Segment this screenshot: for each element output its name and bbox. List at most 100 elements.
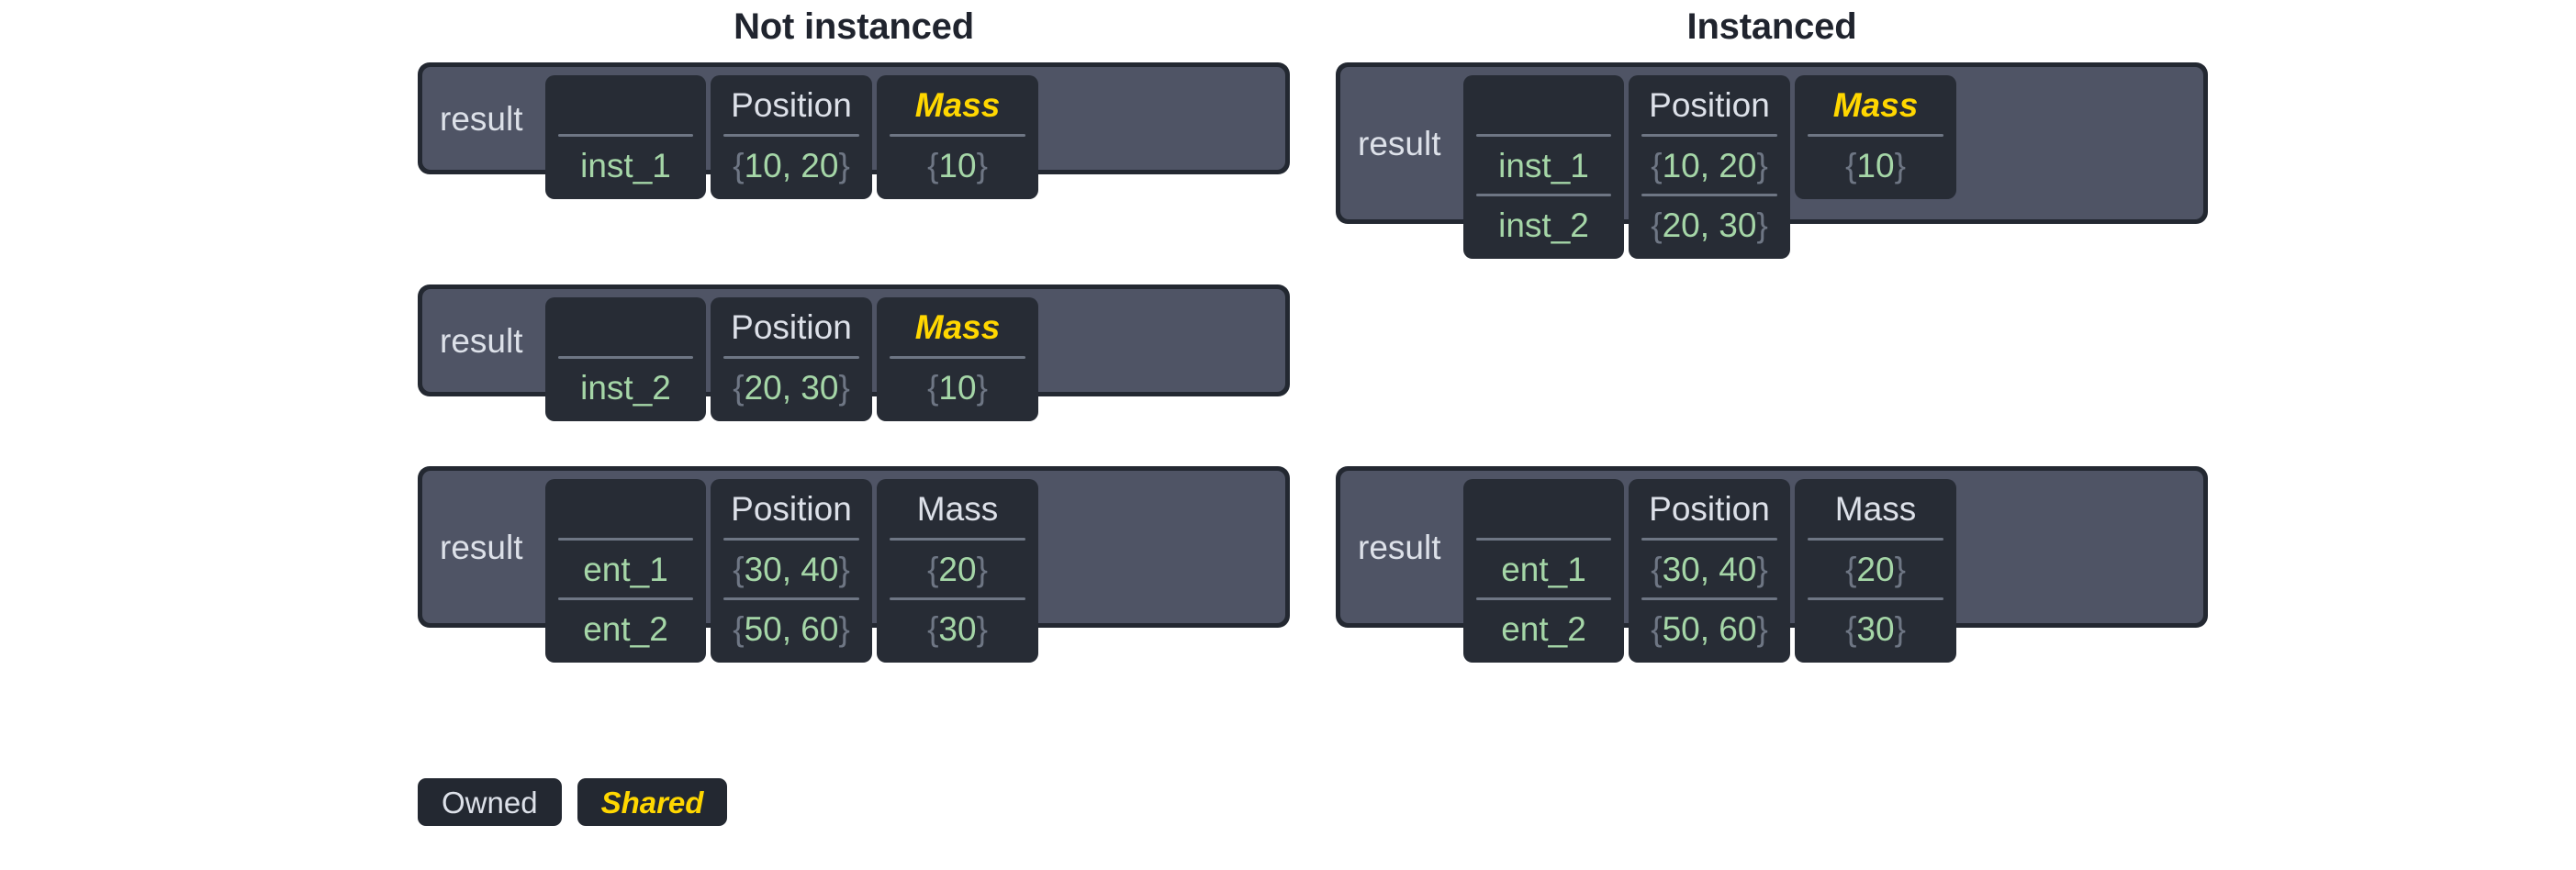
mass-column: Mass{20}{30} [877,479,1038,663]
result-table: result inst_1 Position {10, 20} Mass {10} [418,62,1290,199]
column-not-instanced: Not instanced [418,0,1290,48]
value-number: 10, 20 [744,146,839,184]
brace-close: } [838,146,850,184]
value-number: 50, 60 [1662,609,1757,648]
value-number: 20 [938,550,977,588]
brace-open: { [1845,550,1857,588]
brace-open: { [733,550,745,588]
name-column-cell: ent_1 [1501,550,1586,588]
position-column-header: Position [1649,85,1770,124]
name-column-cell: inst_2 [580,368,671,407]
position-column-header: Position [731,307,852,346]
result-label: result [440,321,523,360]
result-label: result [440,528,523,566]
value-number: 30 [1856,609,1895,648]
position-column-cell: {20, 30} [711,359,872,416]
result-label: result [440,99,523,138]
brace-open: { [733,609,745,648]
value-number: 30, 40 [1662,550,1757,588]
brace-open: { [1651,146,1663,184]
column-instanced: Instanced [1336,0,2208,48]
position-column-cell: {30, 40} [1629,541,1790,597]
mass-column-cell: {30} [877,600,1038,657]
brace-open: { [927,550,939,588]
cell-rule [1476,134,1611,137]
name-column-header [545,75,706,134]
position-column: Position {20, 30} [711,297,872,421]
brace-close: } [1756,206,1768,244]
name-column-header [545,479,706,538]
name-column-cell: inst_2 [1498,206,1589,244]
mass-column: Mass {10} [877,297,1038,421]
name-column-header [1463,479,1624,538]
brace-open: { [733,146,745,184]
name-column-cell: ent_2 [583,609,668,648]
table-columns: inst_1 Position {10, 20} Mass {10} [545,75,1277,199]
value-number: 10 [938,368,977,407]
brace-close: } [976,609,988,648]
brace-close: } [976,146,988,184]
table-panel: result inst_2 Position {20, 30} Mass {10} [422,289,1285,421]
name-column-cell: ent_2 [1501,609,1586,648]
brace-open: { [927,368,939,407]
result-label: result [1358,528,1441,566]
mass-column-cell: {10} [877,359,1038,416]
result-table: result inst_2 Position {20, 30} Mass {10} [418,284,1290,421]
column-title-instanced: Instanced [1686,6,1857,47]
mass-column-header: Mass [916,489,999,528]
cell-rule [1808,597,1943,600]
cell-rule [890,597,1025,600]
name-column-header [1463,75,1624,134]
name-column-cell: inst_1 [580,146,671,184]
legend-label-shared: Shared [600,785,704,820]
brace-close: } [976,550,988,588]
cell-rule [890,538,1025,541]
name-column: ent_1 ent_2 [1463,479,1624,663]
cell-rule [723,134,859,137]
legend-chip-owned: Owned [418,778,562,826]
cell-rule [723,356,859,359]
name-column-cell: inst_1 [1498,146,1589,184]
legend-chip-shared: Shared [577,778,728,826]
cell-rule [723,538,859,541]
mass-column: Mass{10} [1795,75,1956,199]
mass-column-header: Mass [914,307,1001,346]
cell-rule [890,356,1025,359]
brace-close: } [1894,609,1906,648]
mass-column-cell: {20} [1795,541,1956,597]
mass-column: Mass {10} [877,75,1038,199]
position-column-header: Position [731,85,852,124]
cell-rule [1808,134,1943,137]
brace-open: { [1651,550,1663,588]
name-column: ent_1 ent_2 [545,479,706,663]
mass-column-cell: {10} [877,137,1038,194]
brace-open: { [733,368,745,407]
mass-column-header: Mass [914,85,1001,124]
value-number: 20, 30 [744,368,839,407]
name-column: inst_2 [545,297,706,421]
table-panel: result inst_1 Position {10, 20} Mass {10} [422,67,1285,199]
position-column-header: Position [731,489,852,528]
position-column: Position {10, 20} [711,75,872,199]
mass-column-header: Mass [1834,489,1917,528]
position-column-cell: {10, 20} [711,137,872,194]
cell-rule [558,134,693,137]
cell-rule [558,597,693,600]
mass-column-cell: {10} [1795,137,1956,194]
cell-rule [890,134,1025,137]
name-column-cell: ent_1 [583,550,668,588]
cell-rule [558,356,693,359]
brace-close: } [838,609,850,648]
table-columns: inst_2 Position {20, 30} Mass {10} [545,297,1277,421]
mass-column: Mass {20}{30} [1795,479,1956,663]
brace-open: { [1651,206,1663,244]
position-column-cell: {50, 60} [1629,600,1790,657]
